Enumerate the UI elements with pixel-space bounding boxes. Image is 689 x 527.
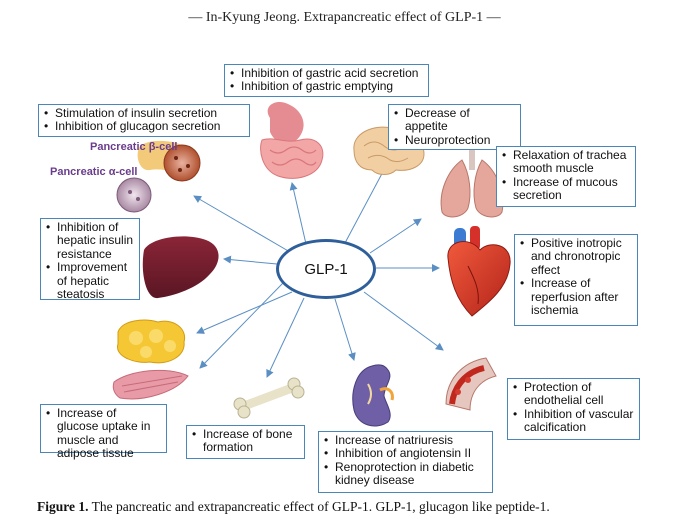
box-kidney-item: Increase of natriuresis xyxy=(323,433,487,448)
box-vessel: Protection of endothelial cell Inhibitio… xyxy=(507,378,640,440)
box-brain: Decrease of appetite Neuroprotection xyxy=(388,104,521,151)
box-muscle: Increase of glucose uptake in muscle and… xyxy=(40,404,167,460)
caption-text: The pancreatic and extrapancreatic effec… xyxy=(88,499,550,514)
arrows xyxy=(193,165,444,378)
adipose-tissue-icon xyxy=(117,319,186,364)
box-gastric: Inhibition of gastric acid secretion Inh… xyxy=(224,64,429,97)
box-liver: Inhibition of hepatic insulin resistance… xyxy=(40,218,140,301)
box-heart-item: Increase of reperfusion after ischemia xyxy=(519,276,632,317)
box-lung-item: Relaxation of trachea smooth muscle xyxy=(501,148,630,176)
box-brain-item: Neuroprotection xyxy=(393,133,515,148)
hub-label: GLP-1 xyxy=(304,260,348,278)
box-kidney-item: Inhibition of angiotensin II xyxy=(323,446,487,461)
lungs-icon xyxy=(440,146,504,218)
box-gastric-item: Inhibition of gastric emptying xyxy=(229,79,423,94)
blood-vessel-icon xyxy=(445,357,497,411)
box-pancreas-item: Inhibition of glucagon secretion xyxy=(43,119,244,134)
box-kidney-item: Renoprotection in diabetic kidney diseas… xyxy=(323,460,487,488)
box-lung-item: Increase of mucous secretion xyxy=(501,175,630,203)
caption-label: Figure 1. xyxy=(37,499,89,514)
box-vessel-item: Protection of endothelial cell xyxy=(512,380,634,408)
box-pancreas: Stimulation of insulin secretion Inhibit… xyxy=(38,104,250,137)
box-liver-item: Inhibition of hepatic insulin resistance xyxy=(45,220,134,261)
box-muscle-item: Increase of glucose uptake in muscle and… xyxy=(45,406,161,461)
beta-cell-label: Pancreatic β-cell xyxy=(90,141,178,153)
bone-icon xyxy=(233,377,305,419)
box-pancreas-item: Stimulation of insulin secretion xyxy=(43,106,244,121)
box-lung: Relaxation of trachea smooth muscle Incr… xyxy=(496,146,636,207)
figure-caption: Figure 1. The pancreatic and extrapancre… xyxy=(37,499,550,515)
box-heart: Positive inotropic and chronotropic effe… xyxy=(514,234,638,326)
page-header: — In-Kyung Jeong. Extrapancreatic effect… xyxy=(188,10,501,25)
box-gastric-item: Inhibition of gastric acid secretion xyxy=(229,66,423,81)
box-liver-item: Improvement of hepatic steatosis xyxy=(45,260,134,301)
kidney-icon xyxy=(352,364,394,427)
stomach-icon xyxy=(260,101,324,179)
box-kidney: Increase of natriuresis Inhibition of an… xyxy=(318,431,493,493)
muscle-icon xyxy=(112,369,189,400)
heart-icon xyxy=(447,226,511,317)
box-brain-item: Decrease of appetite xyxy=(393,106,515,134)
box-vessel-item: Inhibition of vascular calcification xyxy=(512,407,634,435)
box-heart-item: Positive inotropic and chronotropic effe… xyxy=(519,236,632,277)
alpha-cell-label: Pancreatic α-cell xyxy=(50,166,138,178)
box-bone-item: Increase of bone formation xyxy=(191,427,299,455)
pancreatic-cells-icon xyxy=(116,140,201,213)
box-bone: Increase of bone formation xyxy=(186,425,305,459)
glp1-hub: GLP-1 xyxy=(276,239,376,299)
liver-icon xyxy=(142,236,219,299)
